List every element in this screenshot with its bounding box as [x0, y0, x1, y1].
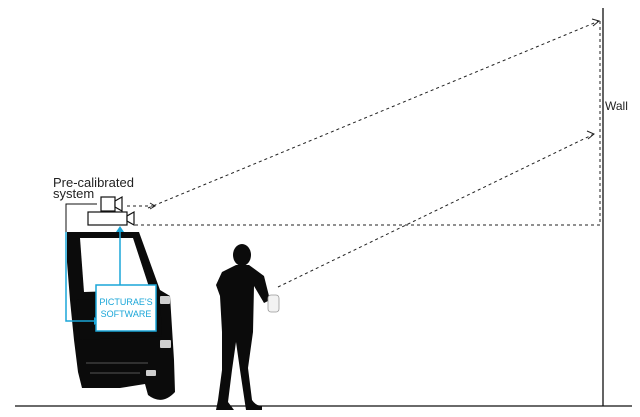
system-to-software-connector	[65, 232, 94, 322]
system-label-line2: system	[53, 186, 94, 201]
remote-device-icon	[267, 294, 280, 313]
pointer-arrowhead	[586, 130, 595, 140]
camera-arrowhead	[149, 202, 156, 210]
software-connectors	[65, 229, 121, 322]
projector-icon	[87, 210, 135, 227]
software-label-line1: PICTURAE'S	[99, 297, 152, 307]
system-label-line1: Pre-calibrated	[53, 175, 134, 190]
tail-light-right	[160, 296, 170, 304]
bumper-light	[146, 370, 156, 376]
tail-light-lower	[160, 340, 171, 348]
wall-label: Wall	[605, 99, 628, 113]
software-label-line2: SOFTWARE	[101, 309, 152, 319]
arrowheads	[149, 18, 601, 210]
person-head	[233, 244, 251, 266]
pointer-ray	[277, 133, 595, 288]
projection-top-ray	[147, 20, 600, 209]
camera-icon	[100, 195, 123, 213]
person-silhouette	[216, 244, 270, 410]
system-bracket	[65, 203, 97, 232]
projection-lines	[127, 20, 601, 288]
software-box	[95, 284, 157, 332]
wall-top-arrowhead	[591, 18, 601, 27]
